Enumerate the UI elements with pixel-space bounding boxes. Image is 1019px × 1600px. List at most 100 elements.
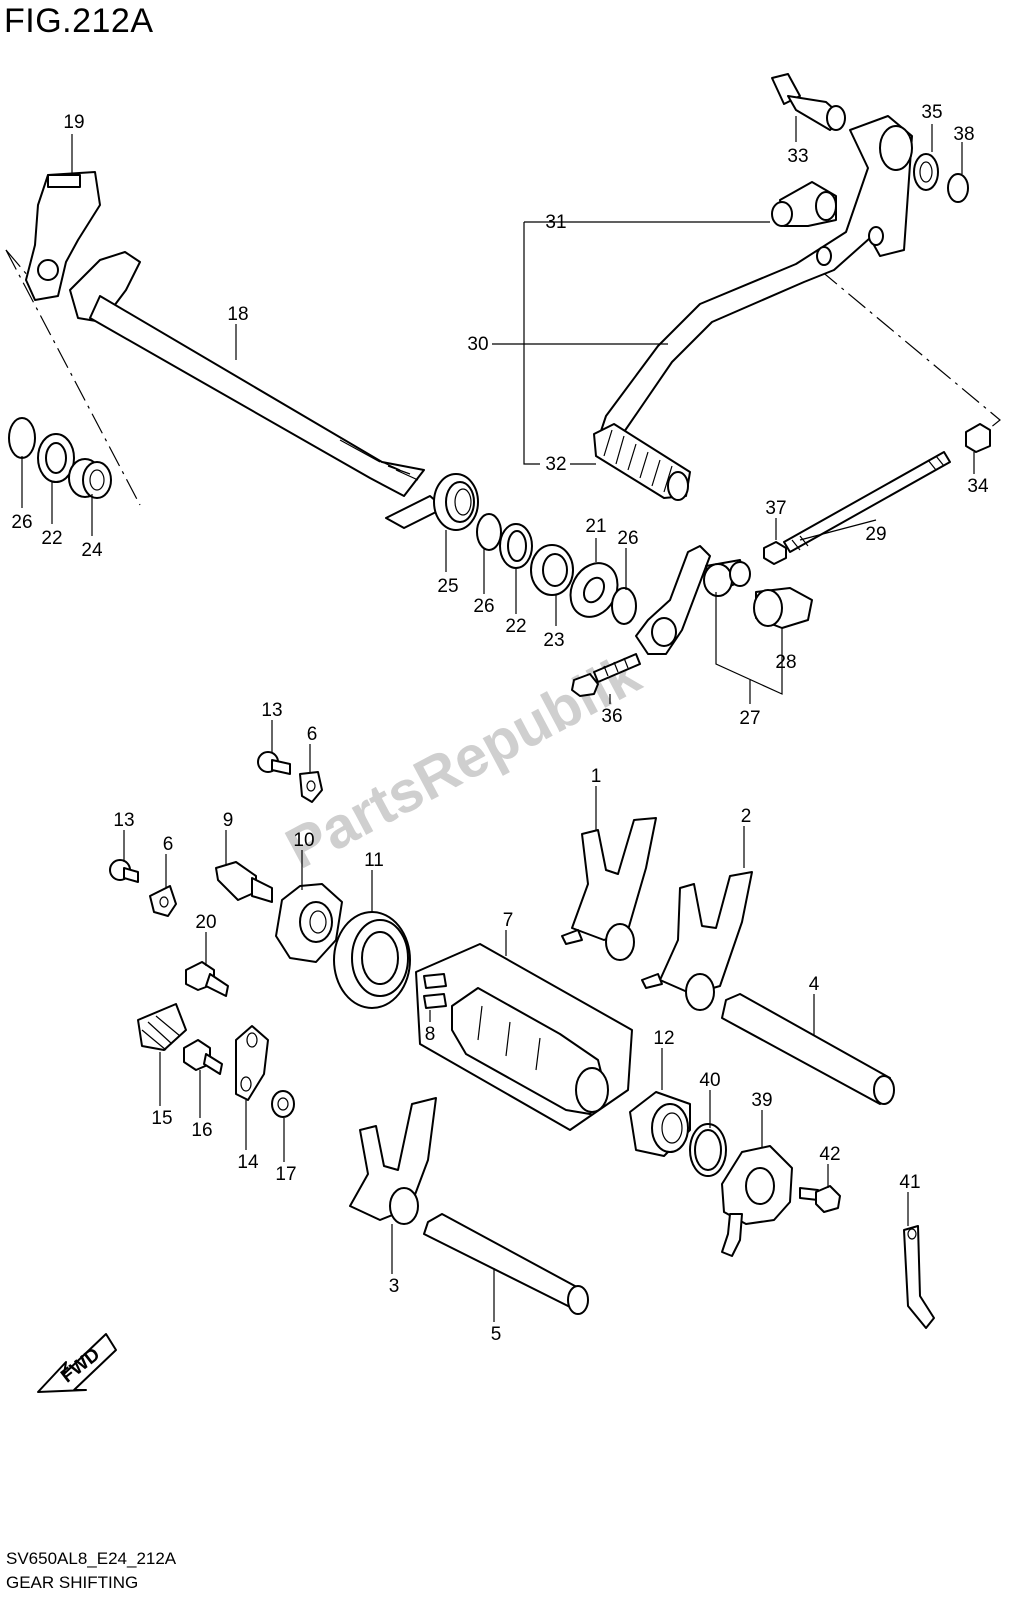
lever-bolt-33[interactable]	[771, 73, 846, 131]
callout-18: 18	[227, 304, 248, 325]
callout-13-upper: 13	[261, 700, 282, 721]
callout-22-left: 22	[41, 528, 62, 549]
washer-17[interactable]	[271, 1090, 295, 1118]
screw-13-lower[interactable]	[109, 859, 139, 883]
fork-shaft-4[interactable]	[721, 993, 895, 1105]
callout-25: 25	[437, 576, 458, 597]
callout-26-right: 26	[617, 528, 638, 549]
callout-30: 30	[467, 334, 488, 355]
screw-13-upper[interactable]	[257, 751, 291, 775]
assembly-dash-lines	[5, 249, 1001, 506]
callout-38: 38	[953, 124, 974, 145]
pins-8[interactable]	[423, 973, 447, 1009]
stopper-plate-14[interactable]	[235, 1025, 269, 1101]
shift-fork-3[interactable]	[349, 1097, 437, 1225]
callout-36: 36	[601, 706, 622, 727]
arm-bolt-36[interactable]	[571, 653, 641, 697]
lever-pivot-31[interactable]	[771, 181, 837, 227]
callout-24: 24	[81, 540, 103, 561]
bolt-42[interactable]	[799, 1185, 841, 1213]
shift-fork-2[interactable]	[641, 871, 753, 1011]
rod-nut-37[interactable]	[763, 541, 787, 565]
callout-28: 28	[775, 652, 796, 673]
figure-code: SV650AL8_E24_212A	[6, 1549, 177, 1568]
callout-11: 11	[364, 850, 384, 871]
callout-3: 3	[389, 1276, 400, 1297]
callout-26-mid: 26	[473, 596, 494, 617]
stopper-plate-6-upper[interactable]	[299, 771, 323, 803]
circlip-26-mid[interactable]	[476, 513, 502, 551]
callout-17: 17	[275, 1164, 296, 1185]
figure-title: FIG.212A	[4, 2, 154, 40]
pin-9[interactable]	[215, 861, 273, 903]
callout-35: 35	[921, 102, 942, 123]
callout-10: 10	[293, 830, 314, 851]
stopper-cam-10[interactable]	[275, 883, 343, 963]
callout-13-lower: 13	[113, 810, 134, 831]
figure-caption: GEAR SHIFTING	[6, 1573, 139, 1592]
stopper-plate-6-lower[interactable]	[149, 885, 177, 917]
bolt-20[interactable]	[185, 961, 229, 997]
circlip-26-left[interactable]	[8, 417, 36, 459]
gearshift-shaft-18[interactable]	[69, 251, 425, 497]
rod-nut-34[interactable]	[965, 423, 991, 453]
bearing-11[interactable]	[333, 911, 411, 1009]
callout-41: 41	[899, 1172, 920, 1193]
rod-joint-28[interactable]	[753, 587, 813, 629]
callout-26-left: 26	[11, 512, 32, 533]
circlip-26-right[interactable]	[611, 587, 637, 625]
callout-6-upper: 6	[307, 724, 318, 745]
bolt-16[interactable]	[183, 1039, 223, 1075]
return-spring-25[interactable]	[385, 473, 479, 531]
washer-21[interactable]	[561, 555, 626, 625]
callout-22-mid: 22	[505, 616, 526, 637]
gearshift-arm-27[interactable]	[635, 545, 751, 655]
callout-2: 2	[741, 806, 752, 827]
callout-8: 8	[425, 1024, 436, 1045]
washer-22-mid[interactable]	[499, 523, 533, 569]
clip-38[interactable]	[947, 173, 969, 203]
wire-clamp-41[interactable]	[903, 1225, 935, 1329]
oil-seal-24[interactable]	[68, 458, 112, 499]
callout-19: 19	[63, 112, 84, 133]
o-ring-40[interactable]	[689, 1123, 727, 1177]
shift-fork-1[interactable]	[561, 817, 657, 961]
callout-1: 1	[591, 766, 602, 787]
callout-40: 40	[699, 1070, 720, 1091]
washer-22-left[interactable]	[37, 433, 75, 483]
callout-34: 34	[967, 476, 989, 497]
callout-14: 14	[237, 1152, 259, 1173]
callout-4: 4	[809, 974, 820, 995]
callout-16: 16	[191, 1120, 212, 1141]
spring-15[interactable]	[137, 1003, 187, 1051]
bearing-12[interactable]	[629, 1091, 691, 1157]
callout-5: 5	[491, 1324, 502, 1345]
leader-lines	[21, 116, 975, 1322]
callout-21: 21	[585, 516, 606, 537]
callout-27: 27	[739, 708, 760, 729]
callout-9: 9	[223, 810, 234, 831]
callout-37: 37	[765, 498, 786, 519]
callout-20: 20	[195, 912, 216, 933]
callout-6-lower: 6	[163, 834, 174, 855]
gearshift-cam-assy-7[interactable]	[415, 943, 633, 1131]
gearshift-link-rod-29[interactable]	[783, 451, 951, 553]
callout-23: 23	[543, 630, 564, 651]
washer-35[interactable]	[913, 153, 939, 191]
fork-shaft-5[interactable]	[423, 1213, 589, 1315]
gear-position-switch-39[interactable]	[721, 1145, 793, 1257]
callout-42: 42	[819, 1144, 840, 1165]
foot-rubber-32[interactable]	[593, 423, 691, 501]
callout-39: 39	[751, 1090, 772, 1111]
callout-15: 15	[151, 1108, 172, 1129]
gearshift-lever-30[interactable]	[597, 115, 913, 441]
oil-seal-23[interactable]	[530, 544, 574, 596]
callout-29: 29	[865, 524, 886, 545]
callout-31: 31	[545, 212, 566, 233]
callout-33: 33	[787, 146, 808, 167]
shift-arm-plate-19[interactable]	[25, 171, 101, 301]
callout-labels: 19 18 31 30 32 33 35 38 34 26 22 24 25 2…	[11, 102, 989, 1345]
callout-7: 7	[503, 910, 514, 931]
callout-12: 12	[653, 1028, 674, 1049]
